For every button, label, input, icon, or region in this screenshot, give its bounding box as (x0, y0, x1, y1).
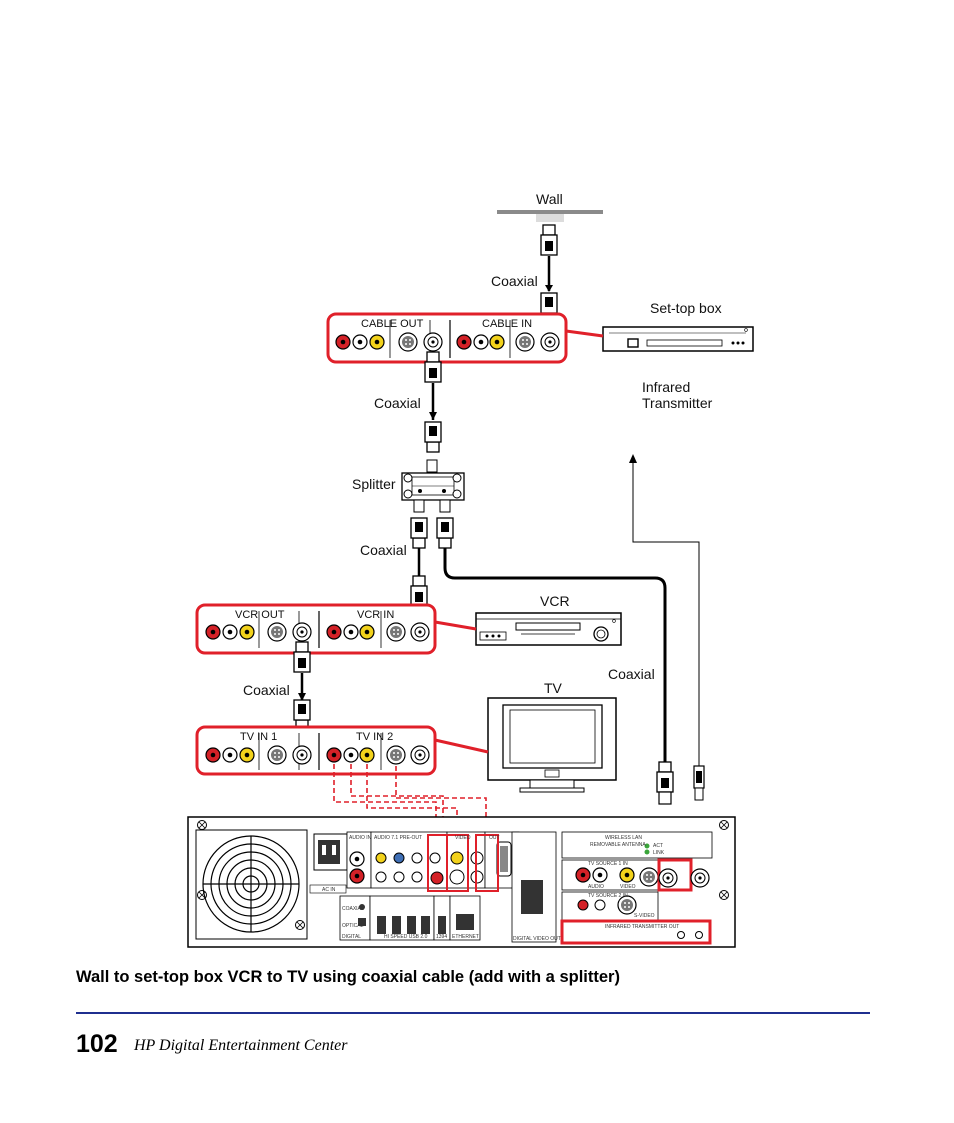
wall-label: Wall (536, 191, 563, 207)
infrared-label-line2: Transmitter (642, 395, 713, 411)
infrared-transmitter-cable (629, 454, 705, 801)
pc-tv-source1-label: TV SOURCE 1 IN (588, 861, 628, 867)
infrared-label-line1: Infrared (642, 379, 690, 395)
splitter (401, 459, 465, 513)
page-number: 102 (76, 1030, 118, 1058)
pc-usb-label: HI SPEED USB 2.0 (384, 934, 428, 940)
pc-back-panel (187, 816, 736, 948)
pc-act-label: ACT (653, 843, 663, 849)
pc-dvi-label: DIGITAL VIDEO OUT (513, 936, 561, 942)
splitter-label: Splitter (352, 476, 396, 492)
cable-out-label: CABLE OUT (361, 318, 424, 330)
pc-digital-label: DIGITAL (342, 934, 361, 940)
coaxial-cable-vcr-tv (293, 641, 311, 731)
tv (487, 697, 617, 793)
vcr-in-label: VCR IN (357, 609, 394, 621)
pc-antenna-label: REMOVABLE ANTENNA (590, 842, 646, 848)
pc-wireless-label: WIRELESS LAN (605, 835, 642, 841)
vcr-label: VCR (540, 593, 570, 609)
pc-coaxial-label: COAXIAL (342, 906, 364, 912)
pc-optical-label: OPTICAL (342, 923, 364, 929)
pc-out-label: OUT (489, 835, 500, 841)
vcr (475, 612, 622, 646)
pc-audio-71-label: AUDIO 7.1 PRE-OUT (374, 835, 422, 841)
set-top-box (602, 326, 754, 352)
tv-connector-panel (195, 725, 489, 776)
pc-video-label: VIDEO (455, 835, 471, 841)
tv-in2-label: TV IN 2 (356, 731, 393, 743)
coaxial-cable-to-pc (656, 761, 674, 805)
coaxial-label-4: Coaxial (243, 682, 290, 698)
coaxial-cable-wall (540, 224, 558, 324)
document-title: HP Digital Entertainment Center (134, 1037, 348, 1054)
footer-rule (76, 1012, 870, 1014)
tv-label: TV (544, 680, 563, 696)
pc-svideo-label: S-VIDEO (634, 913, 655, 919)
pc-tv-source2-label: TV SOURCE 2 IN (588, 893, 628, 899)
pc-audio-label: AUDIO (588, 884, 604, 890)
tv-in1-label: TV IN 1 (240, 731, 277, 743)
coaxial-label-1: Coaxial (491, 273, 538, 289)
pc-audio-in-label: AUDIO IN (349, 835, 372, 841)
pc-video-small-label: VIDEO (620, 884, 636, 890)
cable-in-label: CABLE IN (482, 318, 532, 330)
pc-ac-in-label: AC IN (322, 887, 336, 893)
pc-link-label: LINK (653, 850, 665, 856)
set-top-box-label: Set-top box (650, 300, 722, 316)
pc-1394-label: 1394 (436, 934, 447, 940)
wall (497, 210, 603, 222)
coaxial-label-5: Coaxial (608, 666, 655, 682)
vcr-connector-panel (195, 603, 477, 655)
pc-ir-out-label: INFRARED TRANSMITTER OUT (605, 924, 679, 930)
connection-diagram: Wall Coaxial Set-top box Infrared Transm… (187, 191, 754, 948)
coaxial-label-2: Coaxial (374, 395, 421, 411)
fan-grille (202, 835, 300, 933)
vcr-out-label: VCR OUT (235, 609, 285, 621)
splitter-output-cables (410, 517, 667, 762)
figure-caption: Wall to set-top box VCR to TV using coax… (76, 968, 620, 986)
coaxial-cable-stb-splitter (424, 351, 442, 453)
coaxial-label-3: Coaxial (360, 542, 407, 558)
pc-ethernet-label: ETHERNET (452, 934, 479, 940)
